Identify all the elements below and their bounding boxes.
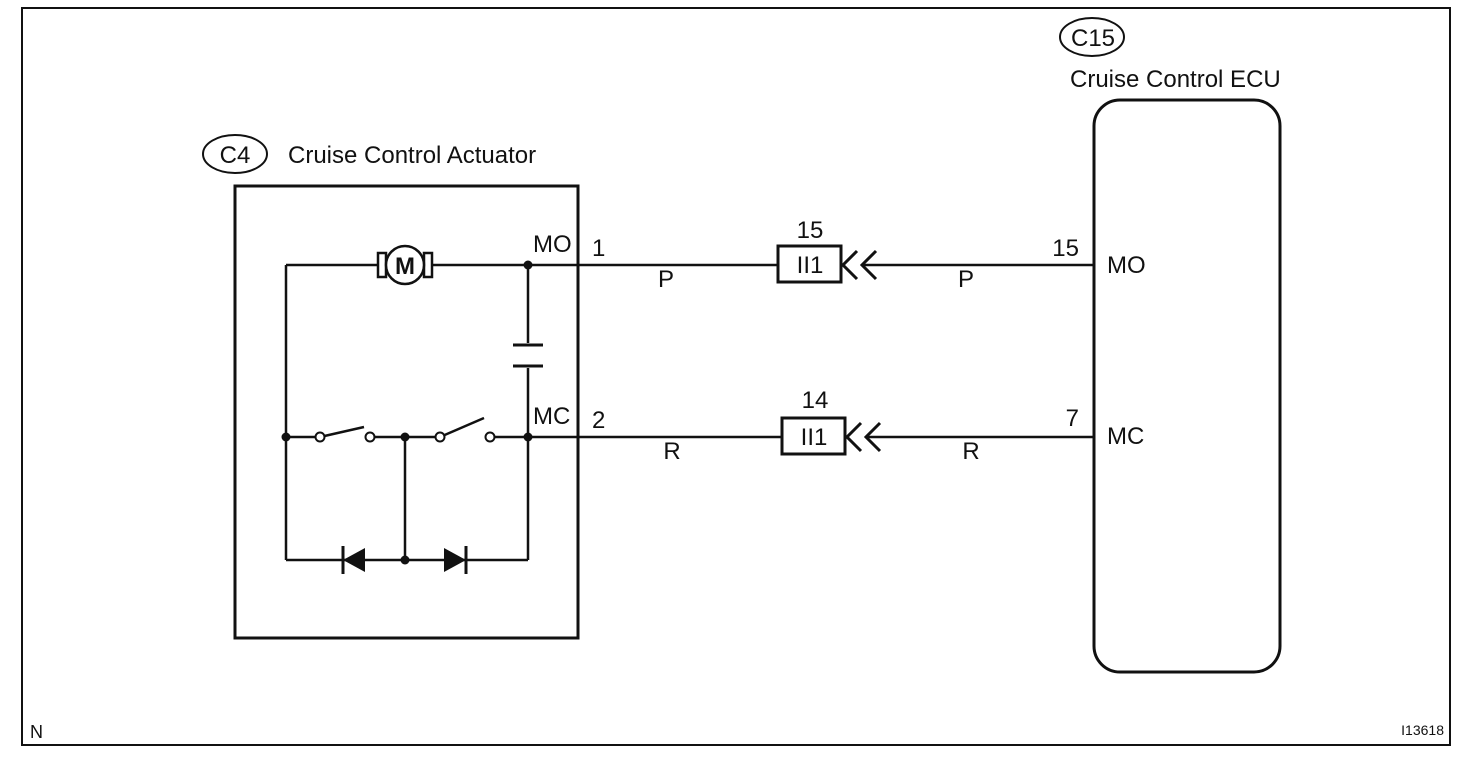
ecu-terminal-mo: MO — [1107, 252, 1146, 279]
junction-connector: 14 II1 — [780, 387, 882, 456]
motor-symbol: M — [395, 253, 415, 280]
junction-pin: 14 — [802, 387, 829, 414]
junction-label: II1 — [801, 424, 828, 451]
wire-mo: P 15 II1 P — [578, 217, 1094, 293]
cruise-control-actuator: C4 Cruise Control Actuator M — [202, 134, 605, 640]
actuator-title: Cruise Control Actuator — [288, 142, 536, 169]
wire-color-label: R — [962, 438, 979, 465]
actuator-box — [233, 184, 580, 640]
motor-icon: M — [376, 244, 434, 286]
corner-label-left: N — [30, 722, 43, 742]
ecu-title: Cruise Control ECU — [1070, 66, 1281, 93]
junction-dot — [400, 555, 410, 565]
diode-right-icon — [444, 546, 468, 574]
actuator-terminal-mo: MO — [533, 231, 572, 258]
switch-right-icon — [434, 416, 496, 443]
ecu-pin-mo: 15 — [1052, 235, 1079, 262]
junction-dot — [281, 432, 291, 442]
ecu-connector-code: C15 — [1071, 25, 1115, 52]
actuator-pin-mo: 1 — [592, 235, 605, 262]
wire-color-label: R — [663, 438, 680, 465]
ecu-box — [1092, 98, 1282, 674]
junction-dot — [400, 432, 410, 442]
wire-mc: R 14 II1 R — [578, 387, 1094, 465]
cruise-control-ecu: C15 Cruise Control ECU 15 MO 7 MC — [1052, 17, 1282, 674]
actuator-internal-circuit: M — [281, 244, 543, 574]
junction-connector: 15 II1 — [776, 217, 878, 284]
diagram-frame — [21, 7, 1451, 746]
diode-left-icon — [341, 546, 365, 574]
actuator-connector-code: C4 — [220, 142, 251, 169]
switch-left-icon — [314, 425, 376, 443]
ecu-terminal-mc: MC — [1107, 423, 1144, 450]
actuator-terminal-mc: MC — [533, 403, 570, 430]
figure-id: I13618 — [1401, 722, 1444, 738]
wire-color-label: P — [658, 266, 674, 293]
capacitor-icon — [513, 343, 543, 368]
ecu-pin-mc: 7 — [1066, 405, 1079, 432]
junction-pin: 15 — [797, 217, 824, 244]
junction-label: II1 — [797, 252, 824, 279]
ecu-connector-oval — [1059, 17, 1125, 57]
actuator-connector-oval — [202, 134, 268, 174]
wire-color-label: P — [958, 266, 974, 293]
actuator-pin-mc: 2 — [592, 407, 605, 434]
